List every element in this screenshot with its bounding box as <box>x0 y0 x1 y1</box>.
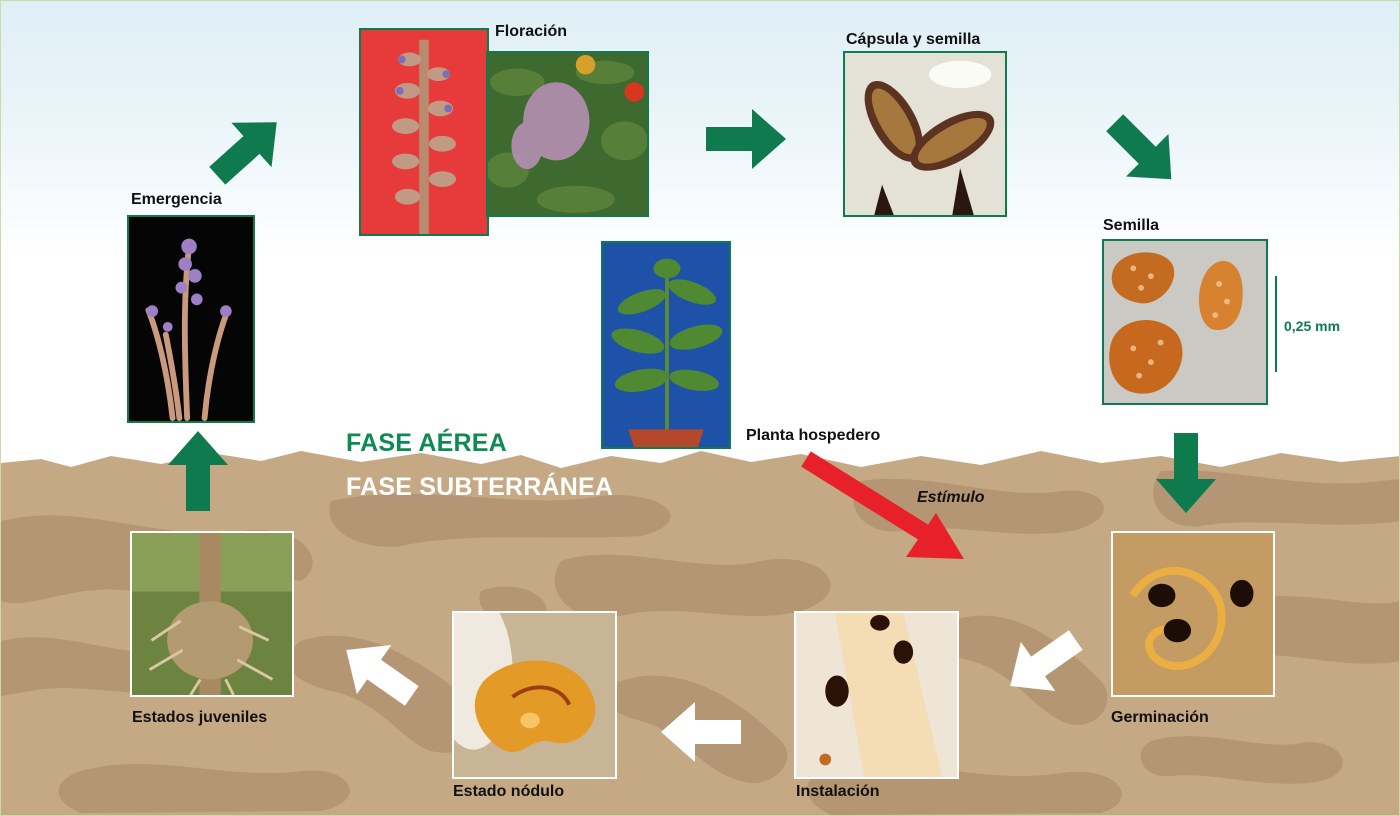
capsule-photo <box>843 51 1007 217</box>
stage-label-capsule: Cápsula y semilla <box>846 31 980 49</box>
scale-bar <box>1275 276 1277 372</box>
installation-photo <box>794 611 959 779</box>
scale-bar-label: 0,25 mm <box>1284 318 1340 334</box>
stage-label-germination: Germinación <box>1111 709 1209 727</box>
stage-label-flowering: Floración <box>495 23 567 41</box>
stimulus-arrow-icon <box>796 449 976 569</box>
arrow-icon <box>706 109 786 169</box>
host-plant-label: Planta hospedero <box>746 427 880 445</box>
stage-label-emergence: Emergencia <box>131 191 222 209</box>
emergence-photo <box>127 215 255 423</box>
stage-label-seed: Semilla <box>1103 217 1159 235</box>
nodule-photo <box>452 611 617 779</box>
host-plant-photo <box>601 241 731 449</box>
stage-label-installation: Instalación <box>796 783 880 801</box>
phase-aerial-label: FASE AÉREA <box>346 429 507 458</box>
flowering-closeup-photo <box>359 28 489 236</box>
stage-label-juvenile: Estados juveniles <box>132 709 267 727</box>
seed-photo <box>1102 239 1268 405</box>
germination-photo <box>1111 531 1275 697</box>
arrow-icon <box>1156 433 1216 513</box>
arrow-icon <box>168 431 228 511</box>
phase-underground-label: FASE SUBTERRÁNEA <box>346 473 613 502</box>
stage-label-nodule: Estado nódulo <box>453 783 564 801</box>
juvenile-photo <box>130 531 294 697</box>
flowering-field-photo <box>486 51 649 217</box>
arrow-icon <box>661 702 741 762</box>
